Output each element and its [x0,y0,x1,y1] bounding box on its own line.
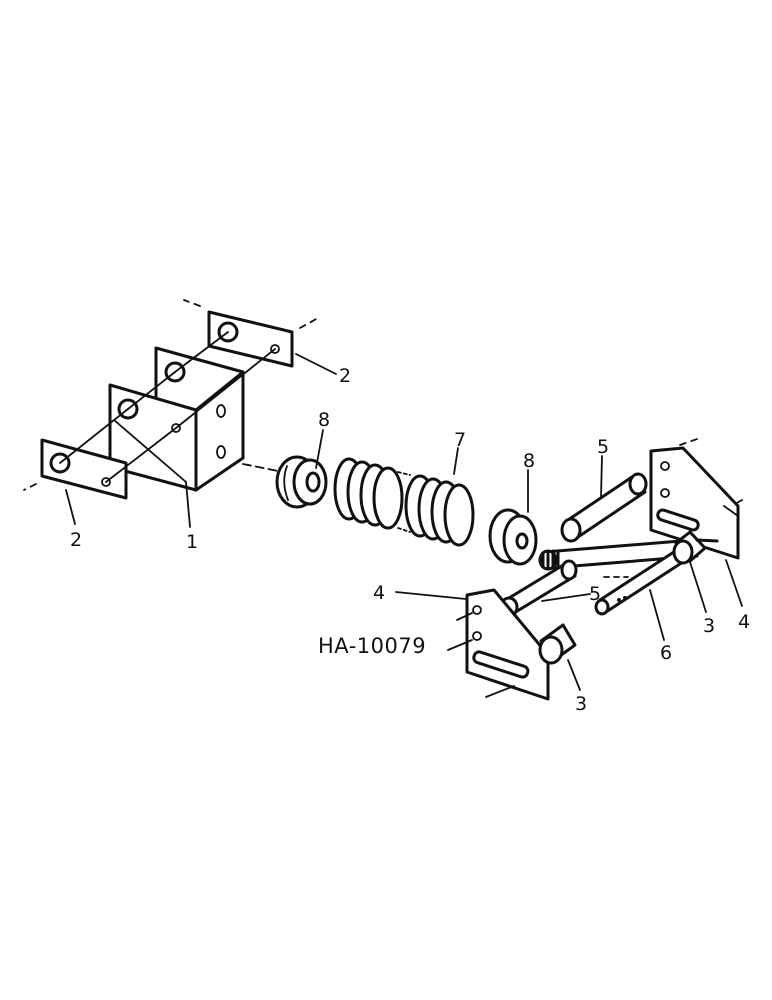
leader-lines [65,353,743,691]
compression-spring [333,457,475,547]
callout-labels: 2 2 1 8 7 8 5 5 4 4 3 3 6 [70,365,750,715]
side-plate-back [649,446,740,560]
callout-plate-back: 4 [738,611,750,633]
spring-retainer-right [488,508,538,566]
bushing-front [538,623,577,665]
callout-bracket: 1 [186,531,198,553]
flat-plate-left [23,438,128,500]
angle-bracket [108,346,245,492]
figure-id: HA-10079 [318,634,426,658]
callout-plate-front: 4 [373,582,385,604]
callout-plate-top: 2 [339,365,351,387]
bushing-back [672,530,719,565]
callout-spacer-lower: 5 [589,583,601,605]
callout-bushing-back: 3 [703,615,715,637]
callout-spring: 7 [454,429,466,451]
callout-plate-left: 2 [70,529,82,551]
rod [538,538,699,616]
callout-retainer-right: 8 [523,450,535,472]
side-plate-front [447,588,550,701]
callout-retainer-left: 8 [318,409,330,431]
spacer-tube-upper [560,472,648,543]
callout-spacer-upper: 5 [597,436,609,458]
callout-bushing-front: 3 [575,693,587,715]
flat-plate-top [183,299,319,368]
spring-retainer-left [275,455,328,509]
callout-rod: 6 [660,642,672,664]
spacer-tube-lower [499,559,578,618]
